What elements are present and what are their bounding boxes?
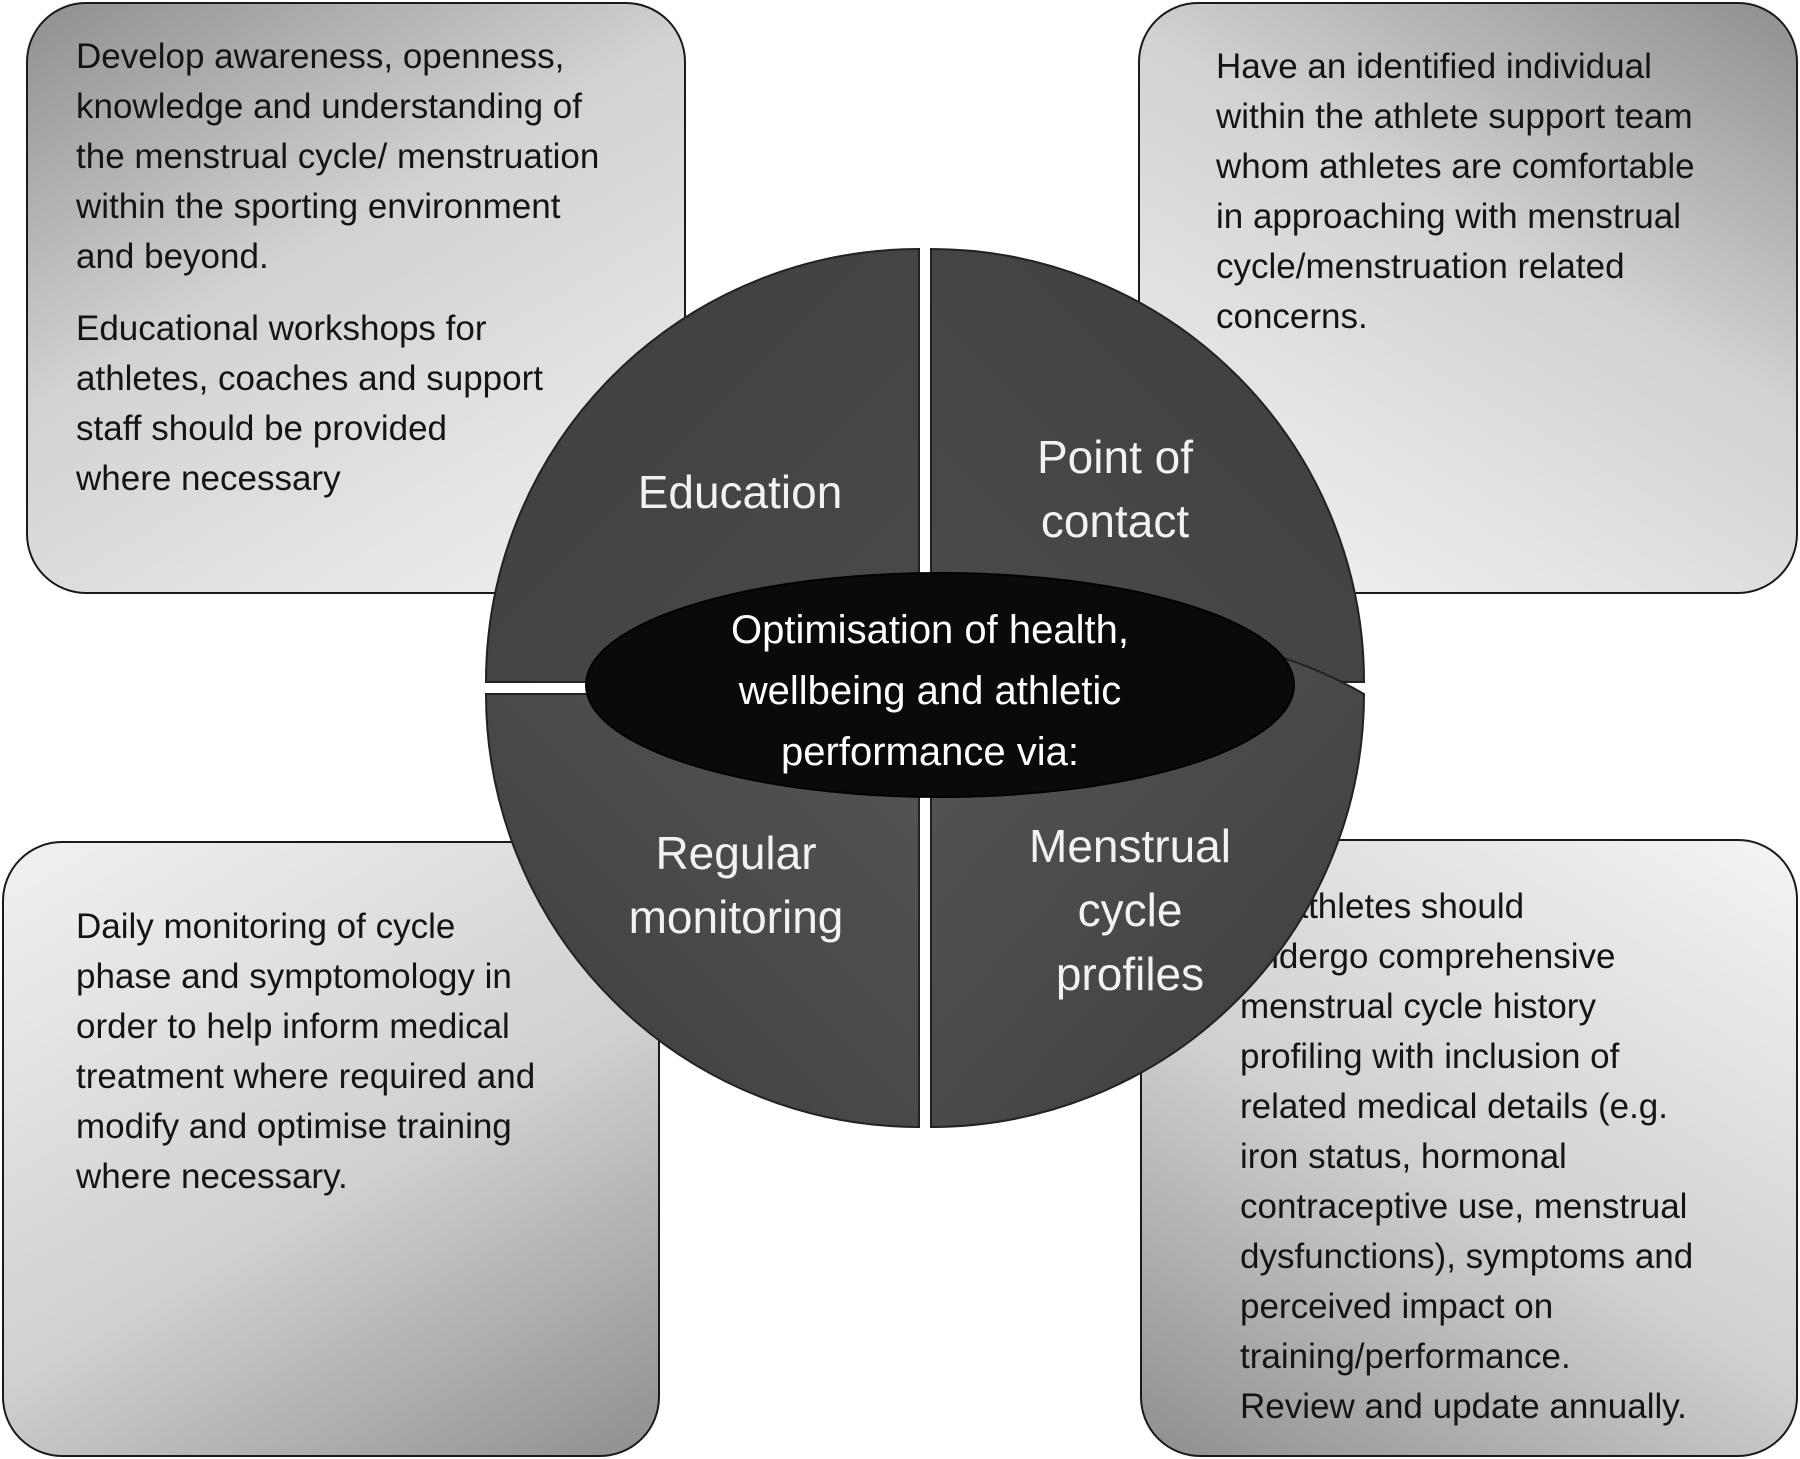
regular-monitoring-label: Regular monitoring — [628, 827, 844, 943]
education-description: Develop awareness, openness, knowledge a… — [76, 37, 600, 276]
regular-monitoring-description: Daily monitoring of cycle phase and symp… — [76, 907, 536, 1196]
point-of-contact-description: Have an identified individual within the… — [1216, 47, 1695, 336]
education-label: Education — [637, 466, 843, 518]
education-workshops-note: Educational workshops for athletes, coac… — [76, 309, 543, 498]
cycle-profiles-label: Menstrual cycle profiles — [1029, 820, 1231, 1000]
point-of-contact-label: Point of contact — [1037, 431, 1193, 547]
center-title: Optimisation of health, wellbeing and at… — [731, 608, 1129, 774]
center-ellipse — [585, 572, 1295, 798]
wheel-quadrant-education — [484, 247, 920, 683]
wheel-quadrant-point-of-contact — [930, 247, 1366, 683]
wheel-quadrant-regular-monitoring — [484, 693, 920, 1129]
regular-monitoring-detail-box — [2, 841, 660, 1457]
